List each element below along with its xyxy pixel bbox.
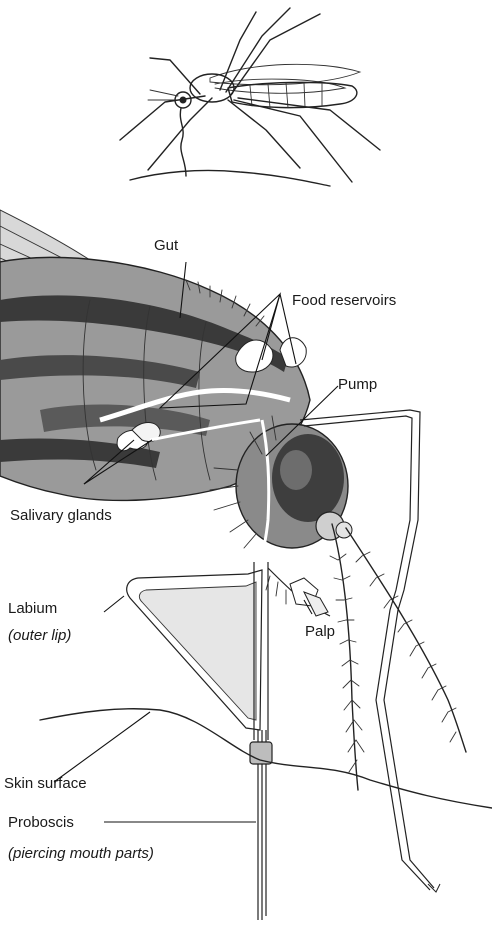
label-gut: Gut: [154, 237, 179, 254]
label-salivary-glands: Salivary glands: [10, 507, 112, 524]
label-labium-note: (outer lip): [8, 627, 71, 644]
label-pump: Pump: [338, 376, 377, 393]
whole-mosquito-sketch: [120, 8, 380, 186]
label-proboscis: Proboscis: [8, 814, 74, 831]
label-food-reservoirs: Food reservoirs: [292, 292, 396, 309]
label-palp: Palp: [305, 623, 335, 640]
label-skin-surface: Skin surface: [4, 775, 87, 792]
label-labium: Labium: [8, 600, 57, 617]
label-proboscis-note: (piercing mouth parts): [8, 845, 154, 862]
